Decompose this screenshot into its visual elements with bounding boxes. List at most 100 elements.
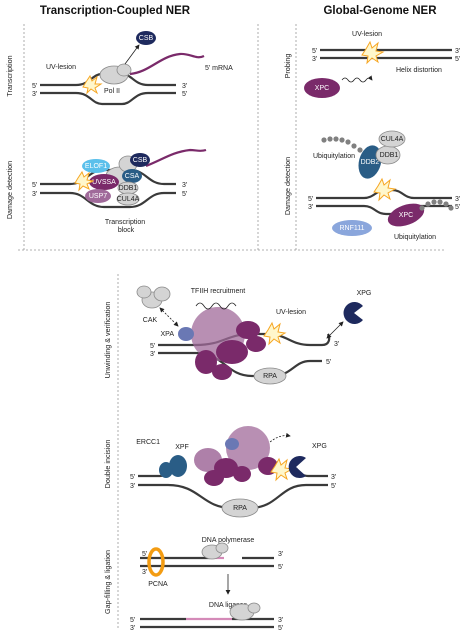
tfiih-wave [195, 302, 237, 310]
ddb1-label: DDB1 [380, 152, 399, 159]
ubiquitin-bead [419, 205, 425, 211]
lig-top-3prime: 3' [278, 617, 283, 624]
side-label-transcription: Transcription [5, 55, 14, 96]
uv-lesion-star-tc1 [82, 74, 103, 95]
dna-polymerase-label: DNA polymerase [202, 537, 255, 544]
gap-bottom-5prime: 5' [278, 564, 283, 571]
gap-top-5prime: 5' [142, 551, 147, 558]
xpc-blob [387, 203, 425, 227]
side-label-probing: Probing [283, 54, 292, 79]
ubiquitin-bead [321, 137, 327, 143]
ubiquitin-bead [448, 205, 454, 211]
usp7-blob [85, 189, 111, 203]
tc2-top-5prime: 5' [32, 182, 37, 189]
cak-subunit [153, 286, 171, 302]
uv-lesion-star-tc2 [74, 170, 95, 192]
uv-lesion-star-unwinding [263, 321, 287, 346]
ubiquitin-bead [425, 201, 431, 207]
mrna-label: 5' mRNA [205, 65, 233, 72]
cul4a-blob [116, 192, 140, 206]
rpa-label: RPA [233, 505, 247, 512]
csa-label: CSA [125, 173, 140, 180]
tfiih-core [226, 426, 270, 470]
gap-bottom-3prime: 3' [142, 569, 147, 576]
transcription-block-line2: block [118, 227, 135, 234]
ubiquitin-bead [345, 139, 351, 145]
gg1-top-3prime: 3' [455, 48, 460, 55]
lig-bottom-3prime: 3' [130, 625, 135, 632]
ercc1-blob [159, 462, 173, 478]
tc-damage-detection-panel: ELOF1 UVSSA USP7 CSB CSA DDB1 CUL4A 5' 3… [32, 148, 207, 234]
uv-lesion-label-gg1: UV-lesion [352, 31, 382, 38]
cak-label: CAK [143, 317, 158, 324]
gg-damage-detection-panel: DDB2 DDB1 CUL4A Ubiquitylation XPC RNF11… [308, 130, 460, 241]
ubiquitin-bead [333, 136, 339, 142]
rnf111-label: RNF111 [339, 225, 364, 232]
xpg-blob [343, 302, 363, 325]
transcription-block-label: Transcription block [105, 219, 147, 234]
gg2-bottom-5prime: 5' [455, 204, 460, 211]
ddb1-label: DDB1 [119, 185, 138, 192]
mrna-strand [145, 148, 207, 168]
uv-lesion-star-gg1 [361, 40, 385, 65]
ubiquitin-bead [437, 199, 443, 205]
gg-ner-header: Global-Genome NER [323, 5, 437, 17]
side-label-damage-detection-gg: Damage detection [283, 157, 292, 215]
xpa-blob [225, 438, 239, 450]
tc-transcription-panel: CSB UV-lesion Pol II 5' mRNA 5' 3' 3' 5' [32, 31, 233, 106]
gg2-top-5prime: 5' [308, 196, 313, 203]
unwinding-panel: XPA CAK TFIIH recruitment UV-lesion RPA … [136, 285, 371, 385]
uv-lesion-star-incision [270, 457, 294, 482]
dna-bottom-strand [316, 204, 452, 216]
xpa-blob [178, 327, 194, 341]
ubiquitin-chain-ddb2 [321, 136, 363, 153]
cul4a-label: CUL4A [381, 136, 404, 143]
gg1-top-5prime: 5' [312, 48, 317, 55]
tfiih-subunit [212, 364, 232, 380]
ubiquitin-chain-xpc [419, 199, 454, 211]
tc2-top-3prime: 3' [182, 182, 187, 189]
cul4a-blob [378, 130, 406, 148]
xpg-label: XPG [312, 443, 327, 450]
tfiih-subunit [236, 321, 260, 339]
ubiquitin-bead [351, 143, 357, 149]
tc1-top-3prime: 3' [182, 83, 187, 90]
dna-ligase-lobe [247, 602, 261, 614]
side-label-unwinding: Unwinding & verification [103, 302, 112, 379]
xpc-label: XPC [399, 212, 413, 219]
side-label-gap-filling: Gap-filling & ligation [103, 550, 112, 614]
unw-bottom-5prime: 5' [326, 359, 331, 366]
tfiih-subunit [195, 350, 217, 374]
elof1-label: ELOF1 [85, 163, 107, 170]
rpa-blob [253, 367, 287, 385]
gg2-top-3prime: 3' [455, 196, 460, 203]
inc-top-3prime: 3' [331, 474, 336, 481]
uvssa-label: UVSSA [92, 179, 116, 186]
gg1-bottom-3prime: 3' [312, 56, 317, 63]
side-label-damage-detection-tc: Damage detection [5, 161, 14, 219]
lig-bottom-5prime: 5' [278, 625, 283, 632]
gap-top-3prime: 3' [278, 551, 283, 558]
uv-lesion-star-gg2 [373, 177, 397, 202]
gg1-bottom-5prime: 5' [455, 56, 460, 63]
dna-polymerase-lobe [215, 542, 229, 554]
unw-top-3prime: 3' [334, 341, 339, 348]
xpf-blob [169, 455, 187, 477]
inc-bottom-3prime: 3' [130, 483, 135, 490]
ubiquitylation-label-2: Ubiquitylation [394, 234, 436, 241]
tfiih-subunit [204, 470, 224, 486]
cak-subunit [136, 285, 152, 299]
dna-bottom-strand [40, 191, 176, 209]
dna-bottom-strand [40, 91, 176, 106]
uv-lesion-label-tc1: UV-lesion [46, 64, 76, 71]
csb-label: CSB [139, 35, 154, 42]
pol2-label: Pol II [104, 88, 120, 95]
gg2-bottom-3prime: 3' [308, 204, 313, 211]
ubiquitylation-label-1: Ubiquitylation [313, 153, 355, 160]
unw-bottom-3prime: 3' [150, 351, 155, 358]
unw-top-5prime: 5' [150, 343, 155, 350]
mrna-strand [129, 52, 205, 76]
ubiquitin-bead [339, 137, 345, 143]
pcna-label: PCNA [148, 581, 168, 588]
